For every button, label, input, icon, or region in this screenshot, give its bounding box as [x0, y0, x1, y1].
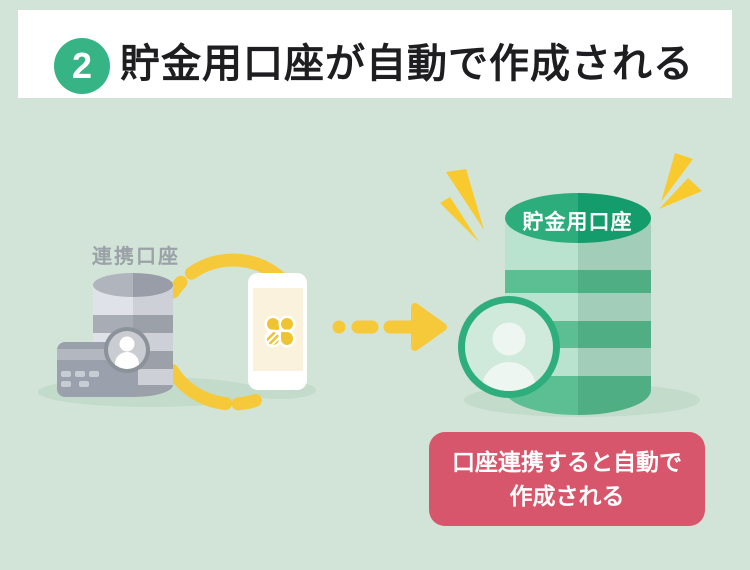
clover-app-logo-icon	[267, 318, 293, 345]
logo-petal	[281, 332, 293, 345]
sparkle-icon	[440, 153, 702, 242]
page-title: 貯金用口座が自動で作成される	[120, 42, 694, 86]
dashed-arrow-icon	[332, 303, 447, 351]
illustration	[0, 100, 750, 570]
savings-account-label: 貯金用口座	[522, 211, 633, 234]
illustration-canvas	[38, 153, 702, 417]
logo-petal-striped	[267, 332, 279, 345]
header-bar: 2 貯金用口座が自動で作成される	[18, 10, 732, 98]
user-avatar-icon	[104, 327, 150, 373]
step-number-badge: 2	[54, 38, 110, 94]
callout-badge: 口座連携すると自動で 作成される	[429, 432, 705, 526]
callout-line2: 作成される	[509, 483, 625, 509]
step-number: 2	[71, 45, 93, 86]
logo-petal	[267, 318, 279, 330]
sync-ring-icon	[154, 253, 312, 411]
callout-line1: 口座連携すると自動で	[452, 449, 682, 475]
linked-account-label: 連携口座	[92, 246, 180, 268]
logo-petal	[281, 318, 293, 330]
user-avatar-green-icon	[458, 296, 560, 398]
